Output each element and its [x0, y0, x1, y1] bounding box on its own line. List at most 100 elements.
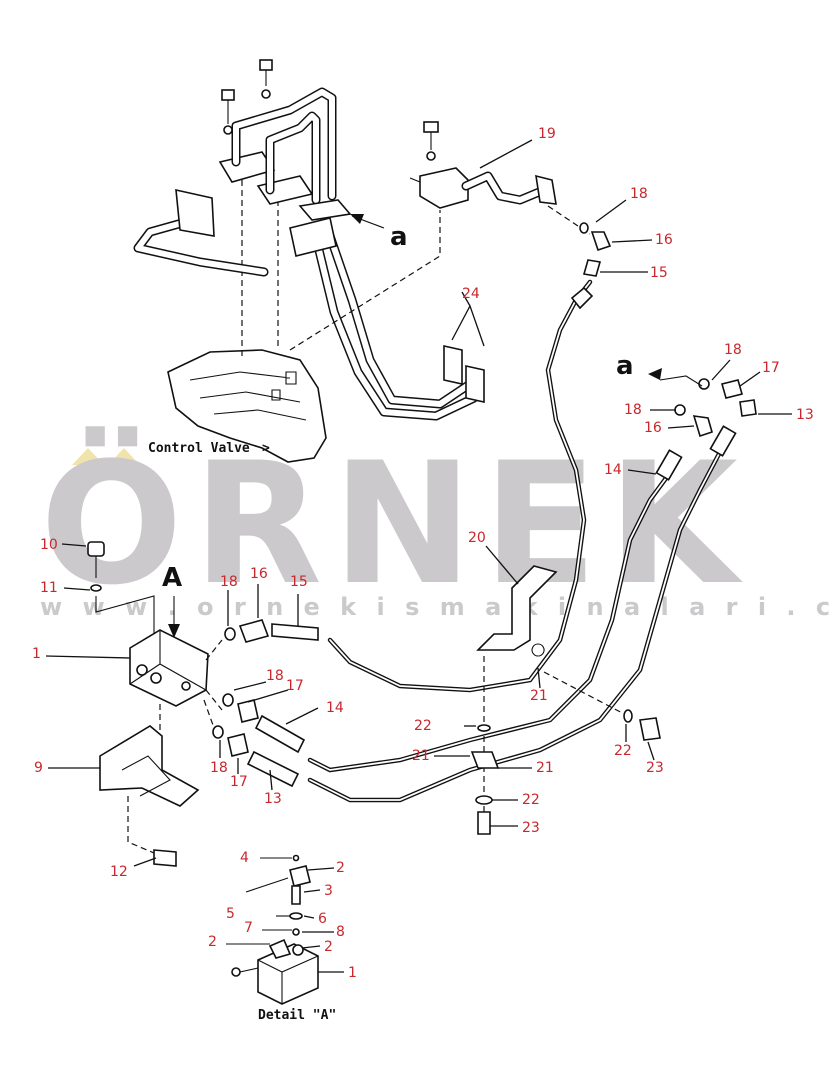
valve-block-1-assembly: A: [87, 541, 319, 867]
callout-17-c: 17: [230, 774, 248, 790]
callout-2-c: 2: [324, 939, 333, 955]
view-arrow-a-upper-head: [350, 214, 364, 224]
cap-10: [87, 541, 105, 557]
oring-18-left-c: [212, 725, 224, 739]
fitting-17-right: [721, 379, 743, 399]
callout-18-d: 18: [220, 574, 238, 590]
block-19: [419, 167, 469, 209]
fitting-17-left-a: [237, 699, 259, 723]
fitting-14-right: [655, 449, 683, 481]
leader-lines: [45, 139, 792, 973]
watermark: ÖRNEK w w w . o r n e k i s m a k i n a …: [40, 426, 837, 622]
washer-22-low: [475, 795, 493, 805]
fitting-13-right: [709, 425, 737, 457]
view-label-A: A: [162, 563, 182, 593]
control-valve-detail: [189, 371, 307, 421]
callout-7: 7: [244, 920, 253, 936]
detail-a-label: Detail "A": [258, 1008, 336, 1023]
callout-2-b: 2: [208, 934, 217, 950]
callout-21-a: 21: [530, 688, 548, 704]
bracket-20: [470, 565, 661, 835]
block-19-assembly: [409, 121, 612, 277]
callout-16-b: 16: [644, 420, 662, 436]
bracket-20-body: [476, 565, 558, 651]
detail-plug-2: [289, 865, 311, 887]
oring-11: [90, 584, 102, 592]
fitting-15-upper: [582, 259, 602, 277]
callout-13-a: 13: [796, 407, 814, 423]
fitting-17-left-b: [227, 733, 249, 757]
fitting-13-right-top: [739, 399, 757, 417]
bolt-23-right: [639, 717, 661, 741]
watermark-brand: ÖRNEK: [40, 426, 748, 622]
elbow-16-upper: [590, 231, 612, 252]
clamp-21-upper: [531, 643, 545, 657]
flange-24-b: [465, 365, 485, 403]
fitting-15-body: [570, 286, 594, 310]
callout-2-a: 2: [336, 860, 345, 876]
callout-20: 20: [468, 530, 486, 546]
fitting-15-left: [271, 623, 319, 641]
callout-11: 11: [40, 580, 58, 596]
callout-16-a: 16: [655, 232, 673, 248]
bracket-9: [99, 725, 200, 807]
clamp-a: [298, 199, 352, 221]
dash-bracket-9: [127, 796, 167, 859]
bolt-top-1: [221, 89, 235, 135]
callout-9: 9: [34, 760, 43, 776]
pipe-sleeve: [289, 217, 337, 257]
view-arrow-a-lower-head: [648, 368, 662, 380]
detail-block-1: [257, 943, 319, 1005]
view-label-a-upper: a: [390, 222, 408, 252]
oring-18-left-a: [224, 627, 236, 641]
watermark-url: w w w . o r n e k i s m a k i n a l a r …: [40, 593, 837, 621]
callout-21-b: 21: [412, 748, 430, 764]
detail-valve-3: [291, 885, 301, 905]
fitting-14-left: [254, 714, 306, 754]
callout-18-c: 18: [624, 402, 642, 418]
bolt-top-2: [259, 59, 273, 99]
fitting-13-left: [246, 750, 300, 788]
callout-22-c: 22: [522, 792, 540, 808]
oring-18-upper: [579, 222, 589, 234]
callout-5: 5: [226, 906, 235, 922]
callout-16-c: 16: [250, 566, 268, 582]
washer-22-mid: [477, 724, 491, 732]
bolt-12: [153, 849, 177, 867]
clamp-21-lower: [470, 751, 500, 769]
callout-8: 8: [336, 924, 345, 940]
callout-13-b: 13: [264, 791, 282, 807]
control-valve-arrow: >: [262, 441, 270, 456]
callout-22-b: 22: [414, 718, 432, 734]
callout-15-b: 15: [290, 574, 308, 590]
detail-plug-top: [268, 938, 292, 959]
callout-18-a: 18: [630, 186, 648, 202]
callout-6: 6: [318, 911, 327, 927]
watermark-accent-right: [108, 448, 140, 465]
bolt-23-low: [477, 811, 491, 835]
callout-4: 4: [240, 850, 249, 866]
callout-19: 19: [538, 126, 556, 142]
oring-18-left-b: [222, 693, 234, 707]
dash-right-bolt: [543, 671, 629, 717]
callout-21-c: 21: [536, 760, 554, 776]
oring-18-right-b: [674, 404, 686, 416]
callout-10: 10: [40, 537, 58, 553]
flange-left: [175, 188, 215, 237]
callout-12: 12: [110, 864, 128, 880]
callout-18-b: 18: [724, 342, 742, 358]
elbow-16-left: [238, 619, 270, 643]
callout-17-a: 17: [762, 360, 780, 376]
watermark-accent-left: [72, 448, 104, 465]
view-label-a-lower: a: [616, 351, 634, 381]
view-arrow-a-lower: [659, 375, 703, 387]
flange-24-a: [443, 345, 463, 385]
callout-14-a: 14: [604, 462, 622, 478]
callout-14-b: 14: [326, 700, 344, 716]
callout-18-e: 18: [266, 668, 284, 684]
control-valve-assembly: a Control Valve >: [133, 59, 485, 463]
washer-22-right: [623, 709, 633, 723]
callouts: 19 18 16 15 2 4 18 17 18 16 13 14 10 11 1…: [32, 126, 814, 981]
lead-10-11: [95, 595, 155, 644]
callout-23-a: 23: [646, 760, 664, 776]
